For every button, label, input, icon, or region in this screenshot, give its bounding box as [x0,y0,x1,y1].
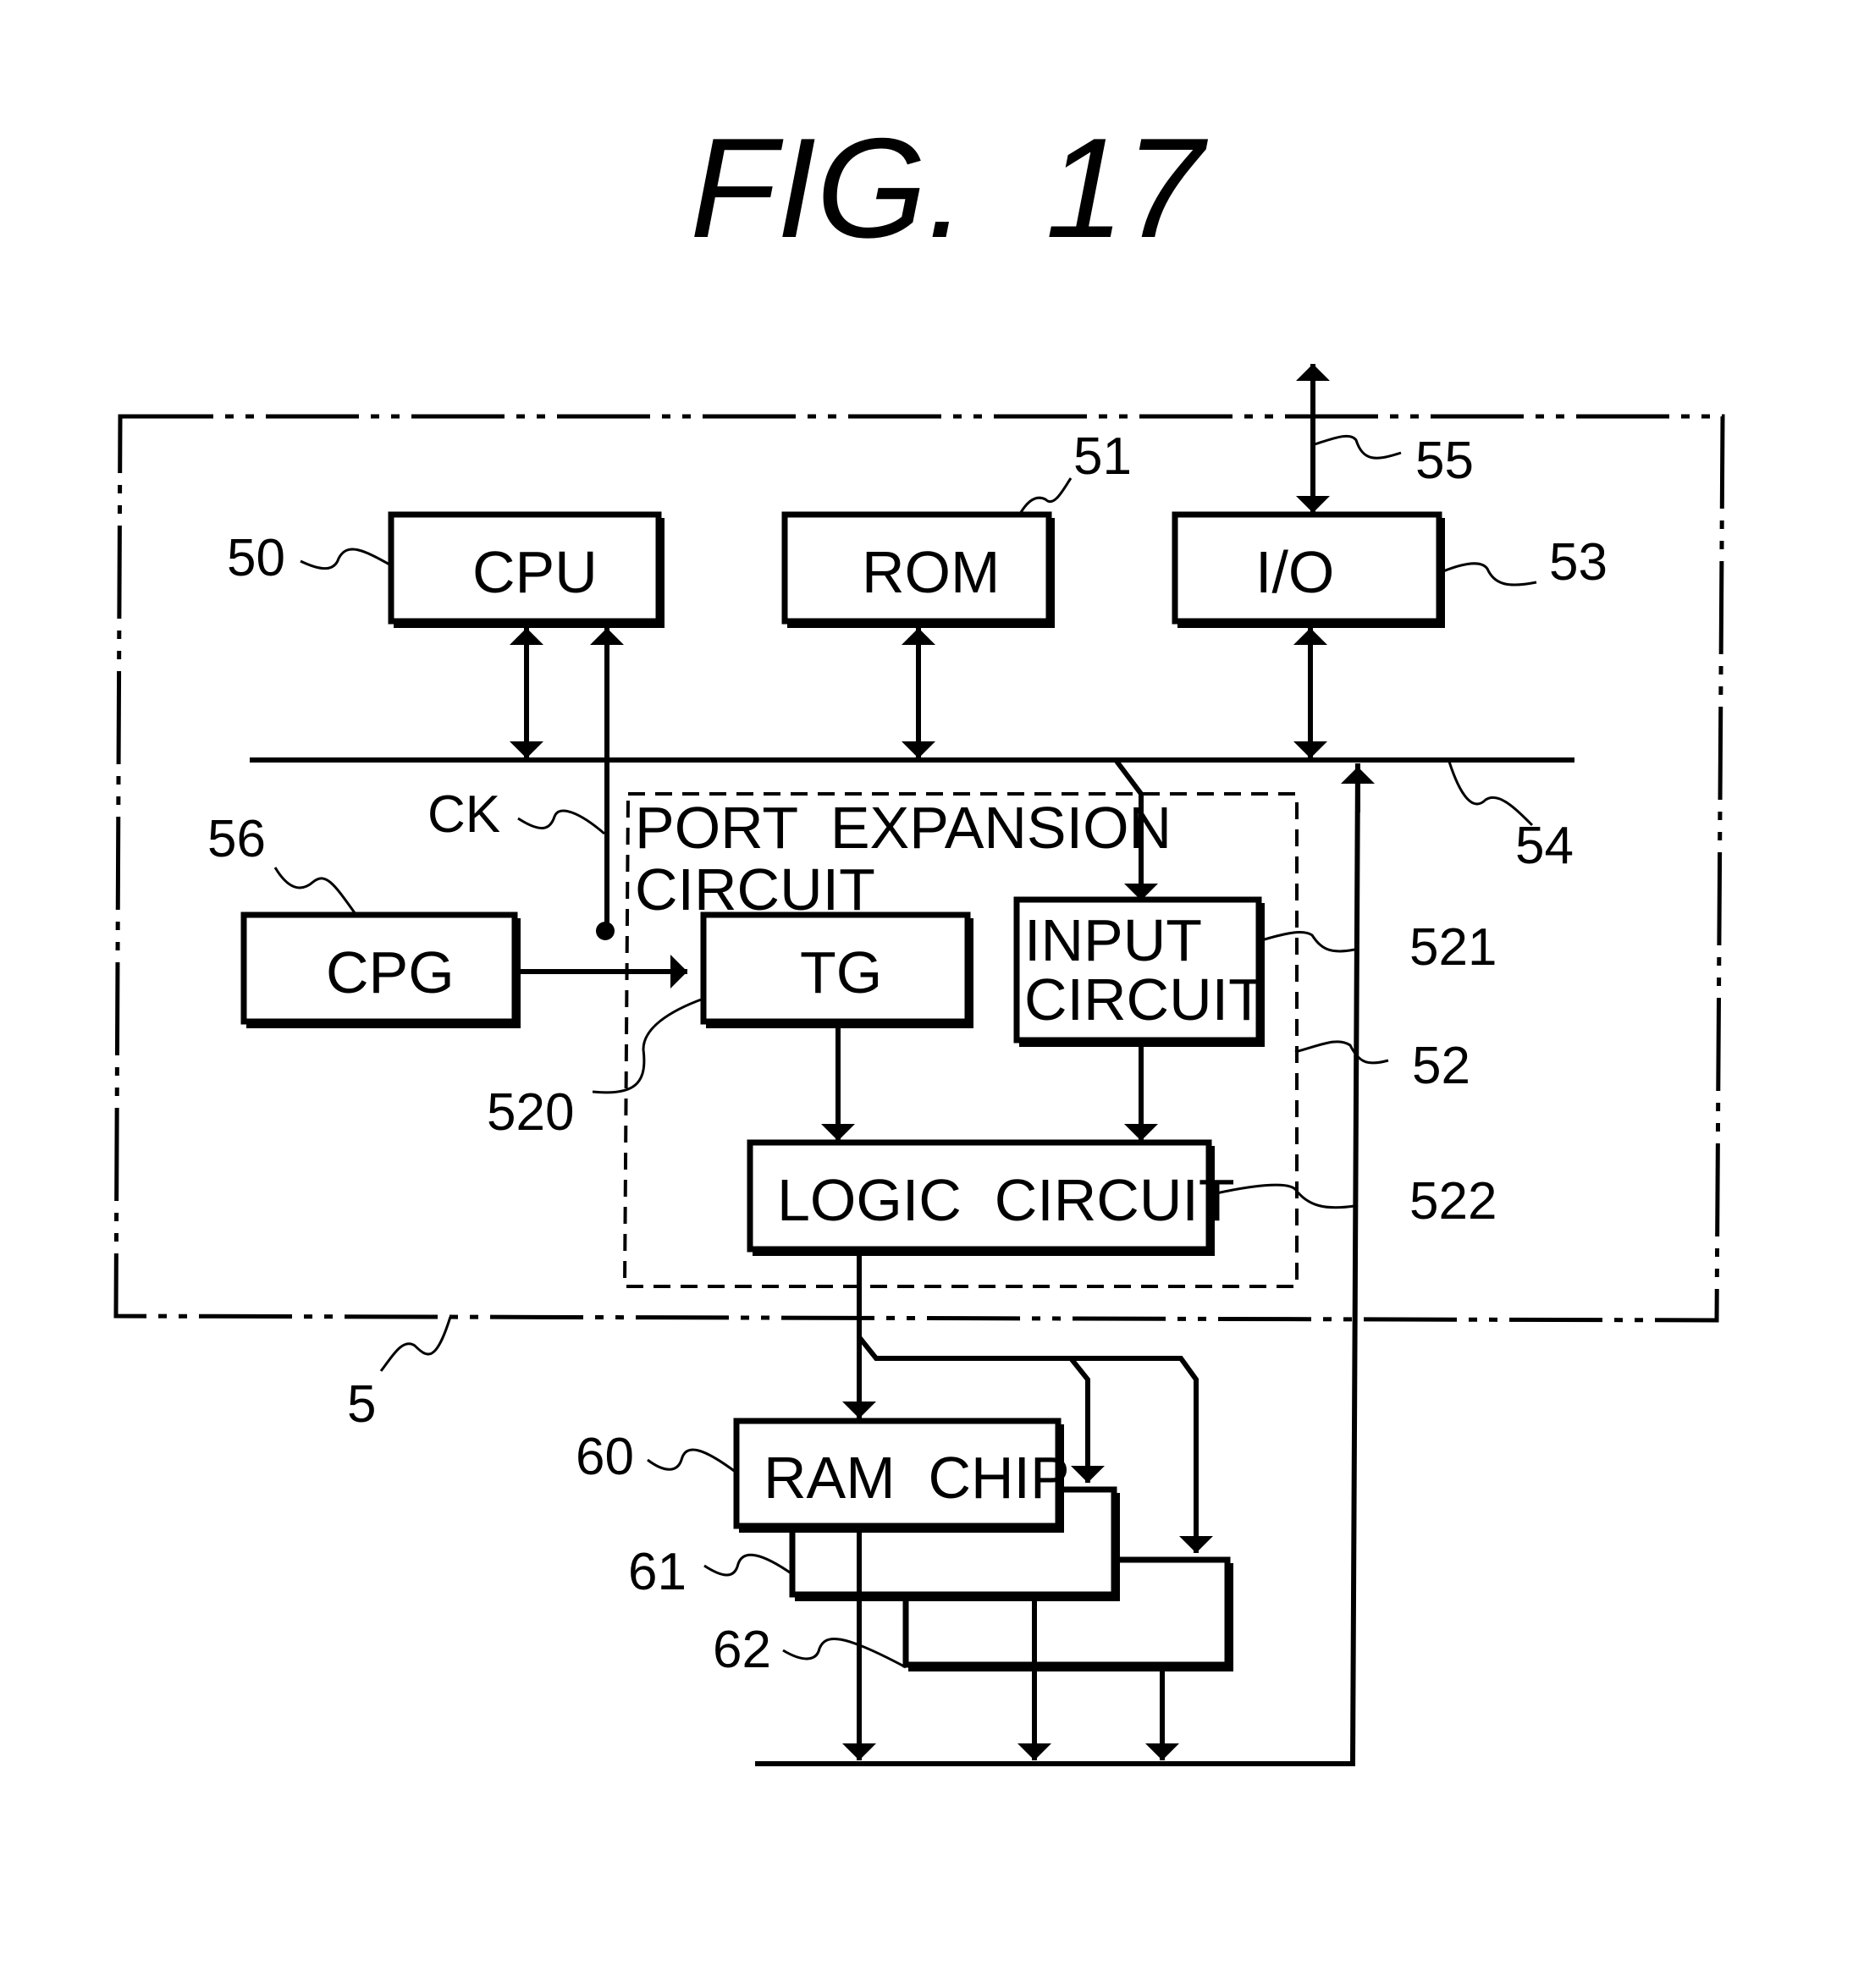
ref-52: 52 [1412,1037,1470,1095]
clock-junction-dot [596,922,615,940]
input-circuit-label-line1: INPUT [1024,907,1202,973]
ref-60: 60 [576,1428,634,1486]
logic-circuit-label: LOGIC CIRCUIT [777,1167,1235,1233]
leader-56 [275,867,356,914]
port-expansion-label-line1: PORT EXPANSION [635,795,1172,861]
ref-54: 54 [1515,817,1574,875]
ref-522: 522 [1409,1172,1497,1231]
ref-56: 56 [207,810,266,868]
leader-62 [783,1638,906,1667]
cpg-label: CPG [326,939,455,1005]
leader-55 [1315,436,1401,458]
leader-54 [1449,762,1532,825]
io-label: I/O [1255,539,1334,605]
ref-51: 51 [1073,427,1132,486]
leader-520 [593,999,703,1093]
cpg-block: CPG [244,915,521,1028]
leader-53 [1443,564,1536,585]
ref-61: 61 [628,1543,687,1601]
rom-label: ROM [862,539,1000,605]
cpu-label: CPU [472,539,598,605]
leader-50 [301,549,391,569]
ref-521: 521 [1409,918,1497,977]
ref-50: 50 [227,529,285,587]
leader-51 [1020,478,1071,514]
ref-5: 5 [347,1375,376,1434]
ck-label: CK [427,785,500,844]
ref-53: 53 [1549,533,1608,592]
leader-521 [1259,932,1354,951]
cpu-block: CPU [391,515,665,628]
ref-55: 55 [1415,432,1474,490]
tg-label: TG [800,939,882,1005]
ram-chip-label: RAM CHIP [764,1445,1070,1511]
figure-title: FIG. 17 [690,108,1208,267]
io-block: I/O [1175,515,1445,628]
input-circuit-label-line2: CIRCUIT [1024,966,1265,1033]
leader-5 [381,1317,450,1371]
ref-62: 62 [713,1621,771,1679]
input-circuit-block: INPUT CIRCUIT [1017,900,1265,1047]
rom-block: ROM [785,515,1055,628]
leader-52 [1295,1042,1388,1063]
logic-circuit-block: LOGIC CIRCUIT [750,1143,1235,1256]
leader-ck [518,811,604,834]
tg-block: TG [703,915,973,1028]
ref-520: 520 [487,1083,574,1142]
ram-chip-60: RAM CHIP [736,1421,1070,1533]
leader-61 [704,1555,792,1575]
leader-60 [648,1450,736,1473]
